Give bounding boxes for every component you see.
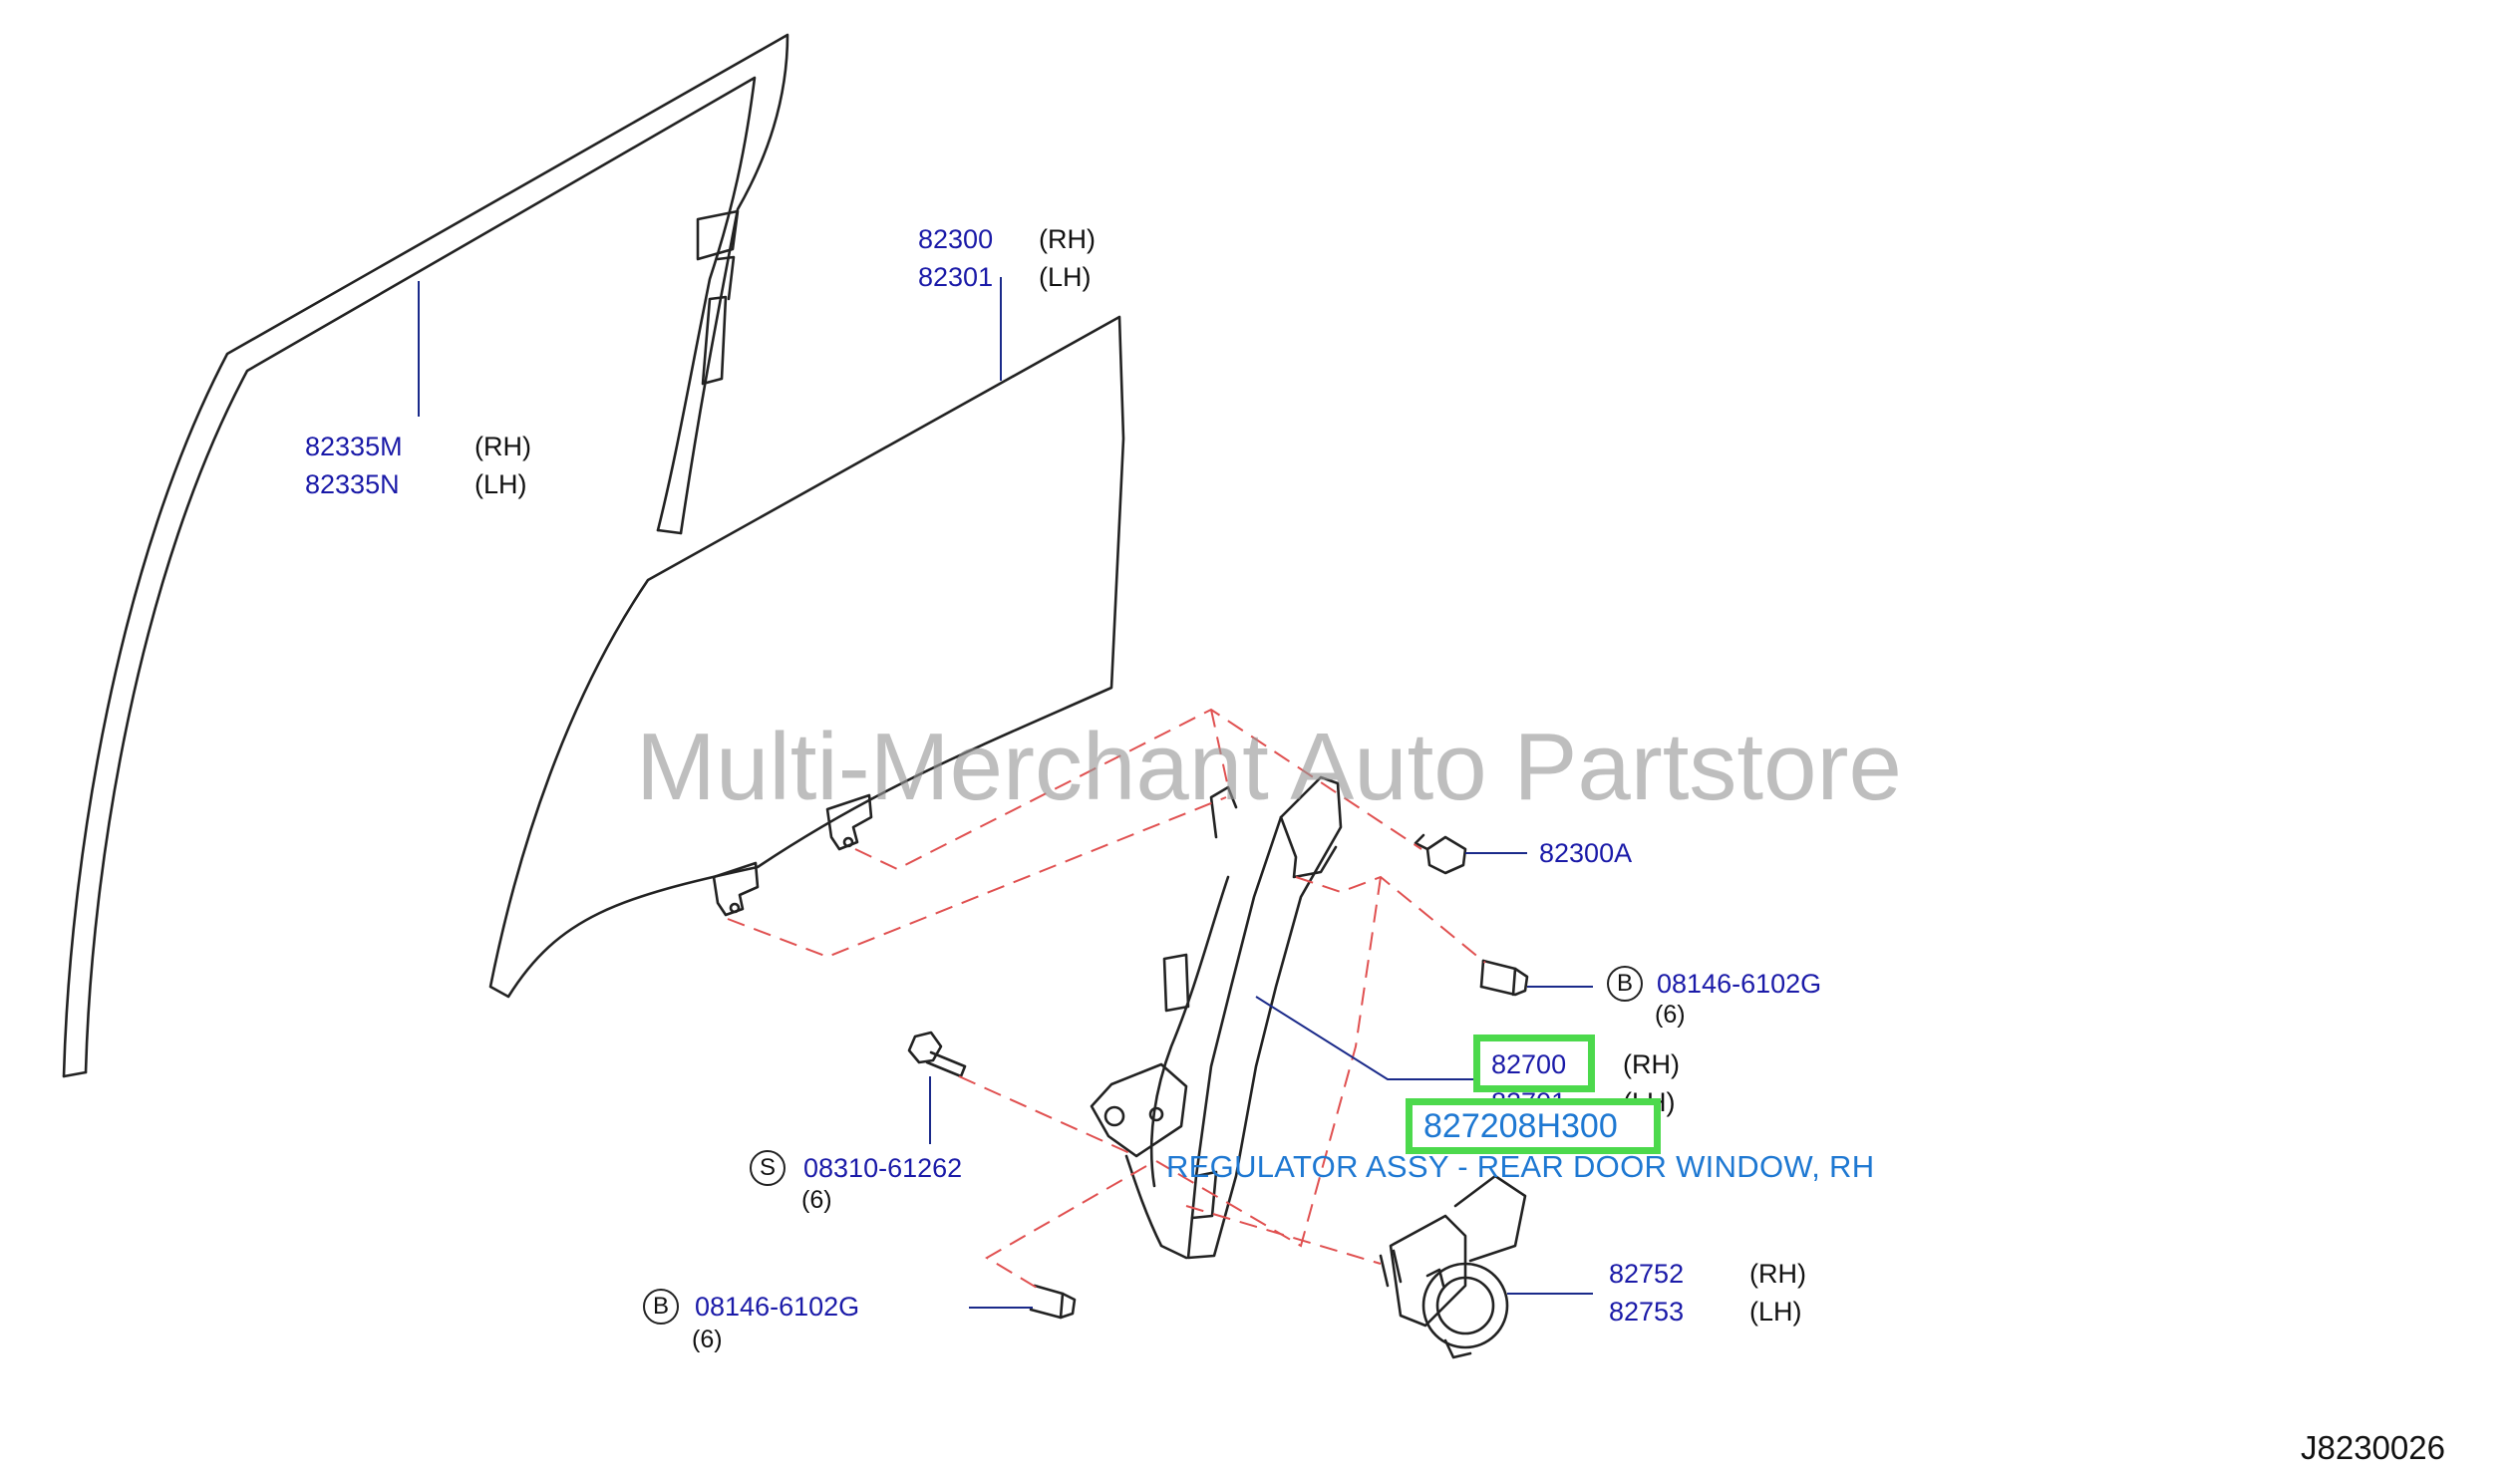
regulator-rh-side: (RH) — [1623, 1049, 1680, 1079]
weatherstrip-lh-part[interactable]: 82335N — [305, 469, 400, 499]
glass-clip-drawings — [712, 793, 873, 917]
weatherstrip-rh-side: (RH) — [474, 432, 531, 461]
upper-bolt-drawing — [1479, 959, 1529, 997]
weatherstrip-rh-part[interactable]: 82335M — [305, 432, 403, 461]
lower-bolt-part[interactable]: 08146-6102G — [695, 1292, 860, 1322]
motor-lh-side: (LH) — [1749, 1297, 1802, 1327]
lower-bolt-drawing — [1029, 1284, 1077, 1320]
watermark: Multi-Merchant Auto Partstore — [636, 714, 1902, 820]
callout-highlight — [1406, 1098, 1661, 1154]
weatherstrip-drawing — [62, 33, 789, 1078]
callout-part-number[interactable]: 827208H300 — [1423, 1107, 1618, 1145]
leader-lines — [418, 277, 1593, 1309]
glass-rh-part[interactable]: 82300 — [918, 224, 994, 254]
dashed-guides — [727, 708, 1486, 1289]
screw-drawing — [907, 1031, 967, 1078]
motor-drawing — [1379, 1174, 1527, 1359]
callout-description: REGULATOR ASSY - REAR DOOR WINDOW, RH — [1166, 1149, 1875, 1184]
screw-part[interactable]: 08310-61262 — [803, 1153, 963, 1183]
glass-lh-side: (LH) — [1039, 262, 1092, 292]
regulator-drawing — [1090, 775, 1343, 1260]
lower-bolt-symbol: B — [643, 1289, 679, 1325]
regulator-rh-part[interactable]: 82700 — [1491, 1049, 1567, 1079]
diagram-code: J8230026 — [2301, 1429, 2445, 1466]
door-glass-drawing — [488, 315, 1125, 999]
clip-part[interactable]: 82300A — [1539, 838, 1633, 868]
glass-rh-side: (RH) — [1039, 224, 1096, 254]
upper-bolt-qty: (6) — [1655, 1001, 1686, 1029]
regulator-part-highlight — [1473, 1035, 1595, 1092]
glass-lh-part[interactable]: 82301 — [918, 262, 994, 292]
screw-qty: (6) — [801, 1186, 832, 1214]
upper-bolt-symbol: B — [1607, 966, 1643, 1002]
lower-bolt-qty: (6) — [692, 1326, 723, 1353]
motor-rh-part[interactable]: 82752 — [1609, 1259, 1685, 1289]
screw-symbol: S — [750, 1150, 786, 1186]
motor-rh-side: (RH) — [1749, 1259, 1806, 1289]
upper-bolt-part[interactable]: 08146-6102G — [1657, 969, 1822, 999]
clip-fastener-drawing — [1414, 833, 1467, 875]
motor-lh-part[interactable]: 82753 — [1609, 1297, 1685, 1327]
weatherstrip-lh-side: (LH) — [474, 469, 527, 499]
